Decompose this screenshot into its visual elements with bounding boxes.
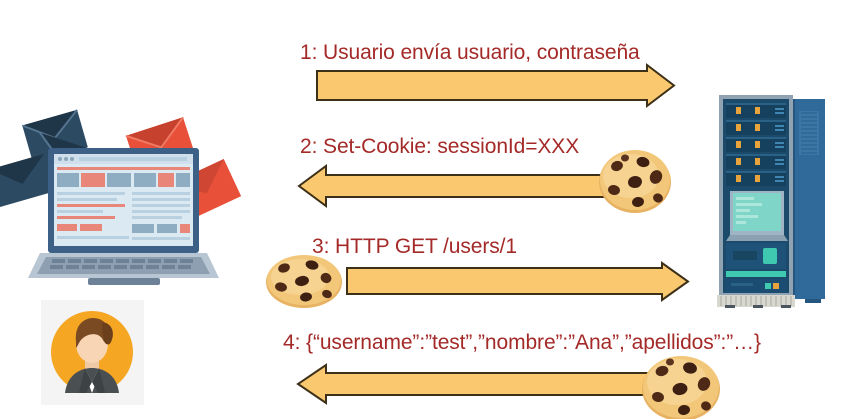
message-arrow-3[interactable] (346, 261, 690, 302)
message-arrow-1[interactable] (316, 62, 676, 109)
cookie-icon-3 (264, 253, 344, 309)
server-drive-bays (726, 103, 786, 186)
server-graphic (717, 95, 825, 308)
cookie-glyph (599, 150, 671, 213)
cookie-icon-4 (640, 352, 722, 419)
message-arrow-4[interactable] (296, 362, 686, 406)
laptop-envelopes-graphic (0, 109, 242, 285)
avatar-graphic (41, 300, 144, 405)
cookie-glyph (266, 255, 342, 308)
message-label-2: 2: Set-Cookie: sessionId=XXX (300, 135, 580, 158)
server-console-screen (726, 191, 788, 241)
laptop-graphic (28, 148, 219, 285)
message-arrow-2[interactable] (297, 163, 645, 209)
message-label-1: 1: Usuario envía usuario, contraseña (300, 41, 640, 64)
client-laptop-illustration (0, 100, 250, 285)
message-label-3: 3: HTTP GET /users/1 (312, 235, 517, 258)
cookie-icon-2 (597, 146, 673, 216)
user-avatar (41, 300, 144, 405)
server-rack-illustration (705, 93, 840, 308)
cookie-glyph (642, 356, 720, 419)
message-label-4: 4: {“username”:”test”,”nombre”:”Ana”,”ap… (283, 331, 761, 354)
